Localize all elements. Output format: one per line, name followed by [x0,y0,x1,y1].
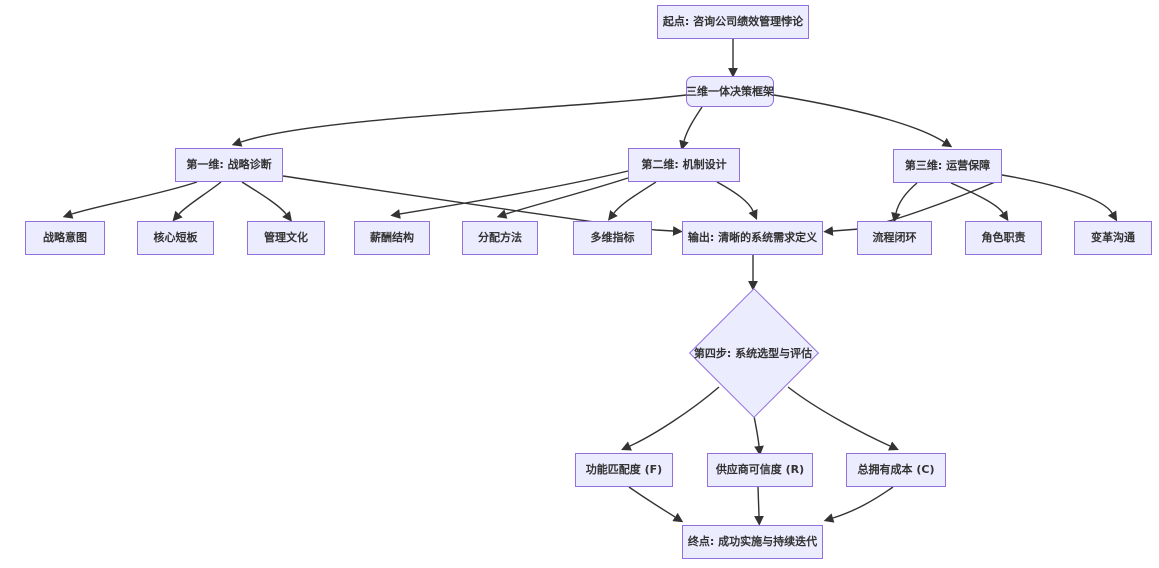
node-step4: 第四步: 系统选型与评估 [693,347,813,360]
node-s1: 战略意图 [25,221,105,255]
node-f: 功能匹配度 (F) [575,453,673,487]
edge-framework-dim3 [773,94,953,148]
node-c: 总拥有成本 (C) [846,453,946,487]
edge-dim2-m3 [607,181,657,221]
edge-dim1-s1 [62,181,198,219]
edge-dim2-m1 [390,170,629,219]
edge-step4-c [787,386,899,451]
node-s3: 管理文化 [247,221,325,255]
edge-step4-f [621,386,720,451]
edge-dim1-s2 [172,181,222,222]
node-end: 终点: 成功实施与持续迭代 [682,525,823,559]
edge-dim1-s3 [241,181,293,222]
edge-dim2-m2 [496,177,629,219]
edge-framework-dim1 [231,94,687,147]
edge-dim3-o3 [1001,174,1118,222]
node-o2: 角色职责 [965,221,1042,255]
node-m2: 分配方法 [462,221,538,255]
edge-framework-dim2 [679,106,703,151]
edge-dim2-output [716,181,758,220]
node-start: 起点: 咨询公司绩效管理悖论 [657,5,809,39]
edge-step4-r [753,415,764,456]
edge-dim3-o2 [950,182,1009,222]
edge-r-end [754,486,764,526]
edge-dim3-o1 [891,182,918,223]
node-output: 输出: 清晰的系统需求定义 [682,221,823,255]
node-r: 供应商可信度 (R) [707,453,813,487]
node-dim2: 第二维: 机制设计 [628,148,740,182]
node-m3: 多维指标 [573,221,652,255]
node-s2: 核心短板 [137,221,214,255]
node-dim3: 第三维: 运营保障 [893,149,1002,183]
node-dim1: 第一维: 战略诊断 [175,148,283,182]
node-framework: 三维一体决策框架 [686,76,774,107]
edge-f-end [628,486,684,523]
node-o3: 变革沟通 [1074,221,1152,255]
node-m1: 薪酬结构 [354,221,430,255]
node-o1: 流程闭环 [857,221,932,255]
edge-c-end [823,486,894,523]
